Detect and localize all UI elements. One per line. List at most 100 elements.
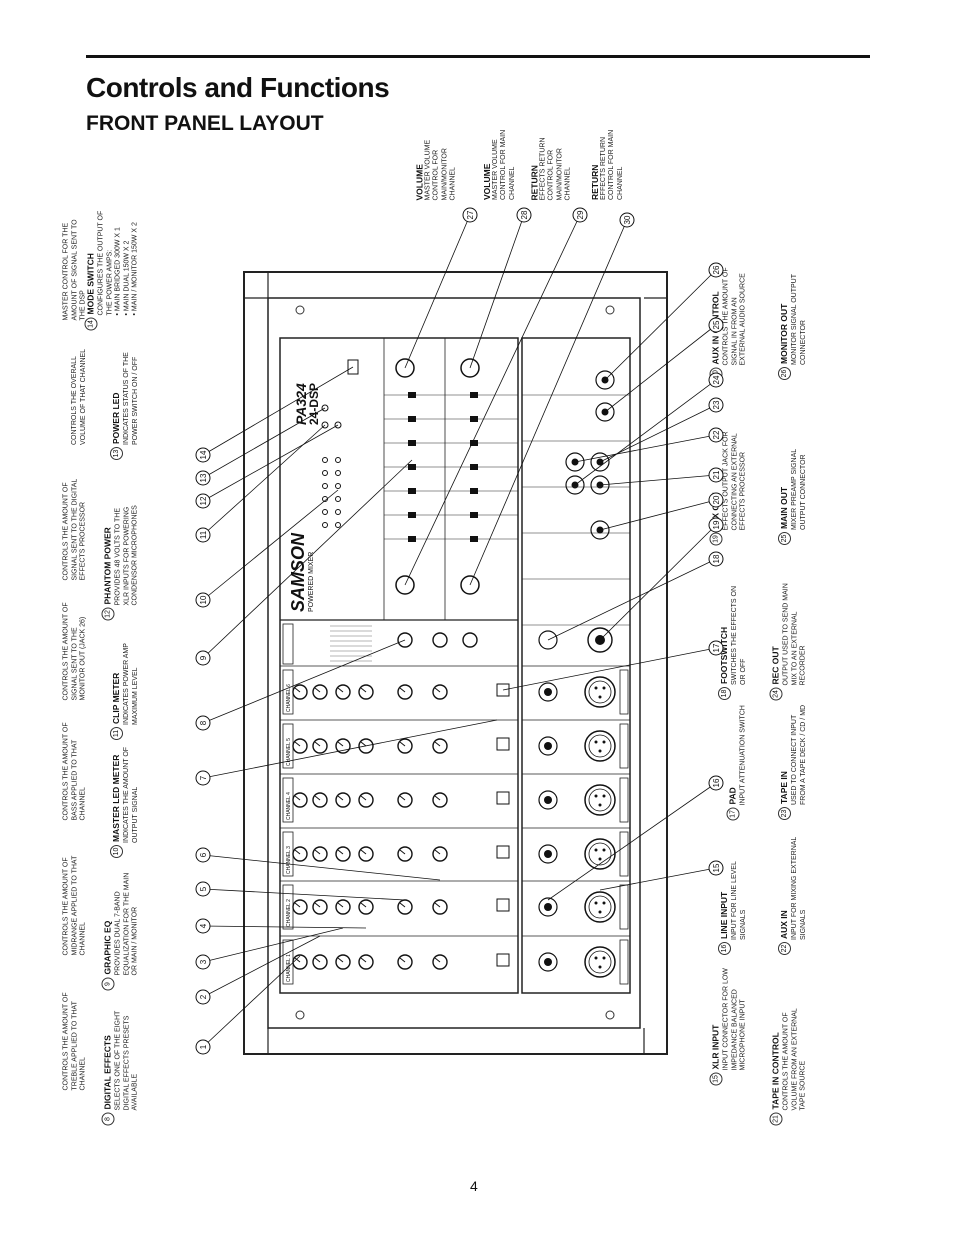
channel-label: CHANNEL 6 [286,684,292,712]
eq-fader-cap [408,416,416,422]
knob-pointer [314,687,321,693]
callout-number: 4 [199,923,208,928]
callout-number: 28 [520,210,529,219]
xlr-ring [588,788,612,812]
callout-number: 29 [576,210,585,219]
callout-circle [195,592,211,608]
callout-circle [195,715,211,731]
jack-label-box [619,669,629,715]
callout-number: 23 [712,400,721,409]
leader-line [604,324,717,413]
callout-circle [708,640,724,656]
callout-circle [195,527,211,543]
knob-pointer [337,741,344,747]
callout-circle [195,447,211,463]
leader-line [202,927,344,963]
callout-number: 15 [712,863,721,872]
callout-circle [708,372,724,388]
pad-switch [496,845,510,859]
eq-fader-cap [470,392,478,398]
callout-circle [708,551,724,567]
xlr-pin [598,749,602,753]
knob-pointer [314,741,321,747]
xlr-input-jack [584,676,616,708]
line-input-jack-core [544,958,552,966]
callout-number: 2 [199,994,208,999]
xlr-pin [602,740,606,744]
callout-circle [195,989,211,1005]
knob-pointer [399,795,406,801]
leader-line [502,647,717,691]
callout-number: 24 [712,375,721,384]
callout-circle [462,207,478,223]
pad-switch [496,898,510,912]
product-name: POWERED MIXER [308,552,315,612]
callout-circle [195,650,211,666]
xlr-pin [594,794,598,798]
callout-number: 5 [199,886,208,891]
eq-fader-cap [470,536,478,542]
leader-line [469,219,628,586]
meter-led [335,483,341,489]
callout-circle [516,207,532,223]
leader-line [599,524,717,641]
callout-circle [708,492,724,508]
eq-fader-cap [408,392,416,398]
leader-line [574,379,717,486]
eq-fader-cap [470,416,478,422]
knob-pointer [399,902,406,908]
callout-number: 10 [199,595,208,604]
xlr-pin [594,848,598,852]
callout-circle [195,770,211,786]
jack-label-box [619,723,629,769]
callout-number: 13 [199,473,208,482]
callout-circle [708,317,724,333]
callout-number: 27 [466,210,475,219]
eq-fader-cap [408,440,416,446]
callout-number: 17 [712,643,721,652]
knob-pointer [337,795,344,801]
callout-circle [195,1039,211,1055]
knob-pointer [294,957,301,963]
leader-line [404,214,471,369]
jack-label-box [619,884,629,930]
xlr-pin [598,857,602,861]
knob-pointer [360,849,367,855]
knob-pointer [337,849,344,855]
knob-pointer [399,741,406,747]
meter-led [322,470,328,476]
callout-circle [195,847,211,863]
channel-label: CHANNEL 1 [286,954,292,982]
eq-fader-cap [408,536,416,542]
knob-pointer [294,741,301,747]
knob-pointer [434,957,441,963]
knob-pointer [399,957,406,963]
xlr-pin [598,803,602,807]
knob-pointer [434,687,441,693]
knob-pointer [399,687,406,693]
pad-switch [496,791,510,805]
pad-switch [496,737,510,751]
callout-circle [195,470,211,486]
model-name: PA324 [293,383,309,425]
meter-led [335,457,341,463]
chassis-outline [243,271,668,1055]
knob-pointer [314,902,321,908]
callout-circle [708,427,724,443]
leader-line [202,888,406,901]
callout-circle [195,918,211,934]
xlr-pin [594,956,598,960]
eq-fader-cap [408,488,416,494]
eq-fader-cap [470,488,478,494]
eq-fader-cap [470,440,478,446]
knob-pointer [360,902,367,908]
xlr-pin [602,794,606,798]
callout-number: 14 [199,450,208,459]
callout-number: 12 [199,496,208,505]
pad-switch [496,953,510,967]
leader-line [202,854,441,881]
knob-pointer [314,957,321,963]
meter-led [335,496,341,502]
callout-circle [195,881,211,897]
xlr-pin [602,956,606,960]
